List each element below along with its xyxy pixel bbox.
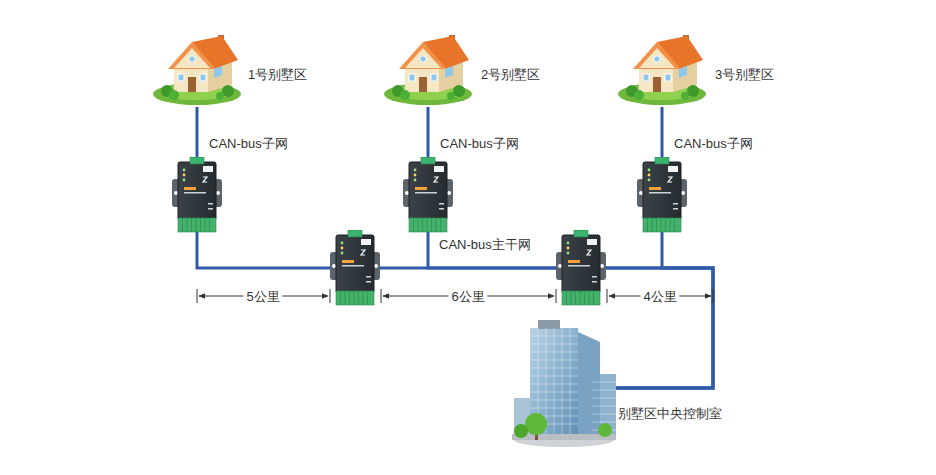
can-bus-line [197, 107, 713, 388]
window [665, 74, 671, 81]
window [200, 74, 206, 81]
can-bridge-device [172, 157, 222, 232]
window [409, 74, 415, 81]
window [431, 74, 437, 81]
bush [681, 92, 689, 100]
bush [400, 90, 410, 100]
window [643, 74, 649, 81]
subnet-label: CAN-bus子网 [206, 136, 291, 151]
door [188, 77, 196, 92]
can-bridge-device [403, 157, 453, 232]
dimension-tick [197, 289, 198, 303]
tree [514, 424, 528, 438]
villa-node: 2号别墅区 [383, 33, 473, 107]
front-roof [633, 42, 681, 69]
villa-node: 3号别墅区 [617, 33, 707, 107]
gable [174, 48, 210, 68]
tree [598, 423, 612, 437]
round-window [189, 56, 195, 62]
front-roof [168, 42, 216, 69]
bush [634, 90, 644, 100]
gateway-devices [172, 157, 687, 305]
window [178, 74, 184, 81]
villa-illustration [617, 33, 707, 107]
roof-structure [538, 320, 560, 329]
subnet-label: CAN-bus子网 [671, 136, 756, 151]
round-window [420, 56, 426, 62]
bush [447, 92, 455, 100]
node-label: 3号别墅区 [715, 67, 774, 82]
distance-label: 5公里 [243, 289, 282, 304]
bush [216, 92, 224, 100]
villa-illustration [383, 33, 473, 107]
backbone-label: CAN-bus主干网 [436, 237, 534, 252]
distance-label: 6公里 [448, 289, 487, 304]
villa-illustration [152, 33, 242, 107]
control-room-illustration [508, 318, 616, 448]
node-label: 别墅区中央控制室 [618, 406, 722, 421]
gable [405, 48, 441, 68]
front-wall [174, 66, 208, 92]
dimension-tick [381, 289, 382, 303]
side-window [679, 66, 687, 78]
node-label: 2号别墅区 [481, 67, 540, 82]
dimension-tick [713, 289, 714, 303]
front-wall [405, 66, 439, 92]
gable [639, 48, 675, 68]
subnet-label: CAN-bus子网 [437, 136, 522, 151]
door [419, 77, 427, 92]
round-window [654, 56, 660, 62]
front-roof [399, 42, 447, 69]
node-label: 1号别墅区 [248, 67, 307, 82]
distance-label: 4公里 [640, 289, 679, 304]
door [653, 77, 661, 92]
can-bridge-device [556, 230, 606, 305]
tree [525, 413, 547, 435]
bush [169, 90, 179, 100]
villa-node: 1号别墅区 [152, 33, 242, 107]
dimension-tick [330, 289, 331, 303]
dimension-tick [556, 289, 557, 303]
wing-grid [592, 382, 616, 430]
dimension-lines [197, 289, 713, 303]
dimension-tick [607, 289, 608, 303]
can-bridge-device [637, 157, 687, 232]
side-window [214, 66, 222, 78]
front-wall [639, 66, 673, 92]
side-window [445, 66, 453, 78]
can-bridge-device [330, 230, 380, 305]
control-room-node: 别墅区中央控制室 [508, 318, 616, 448]
